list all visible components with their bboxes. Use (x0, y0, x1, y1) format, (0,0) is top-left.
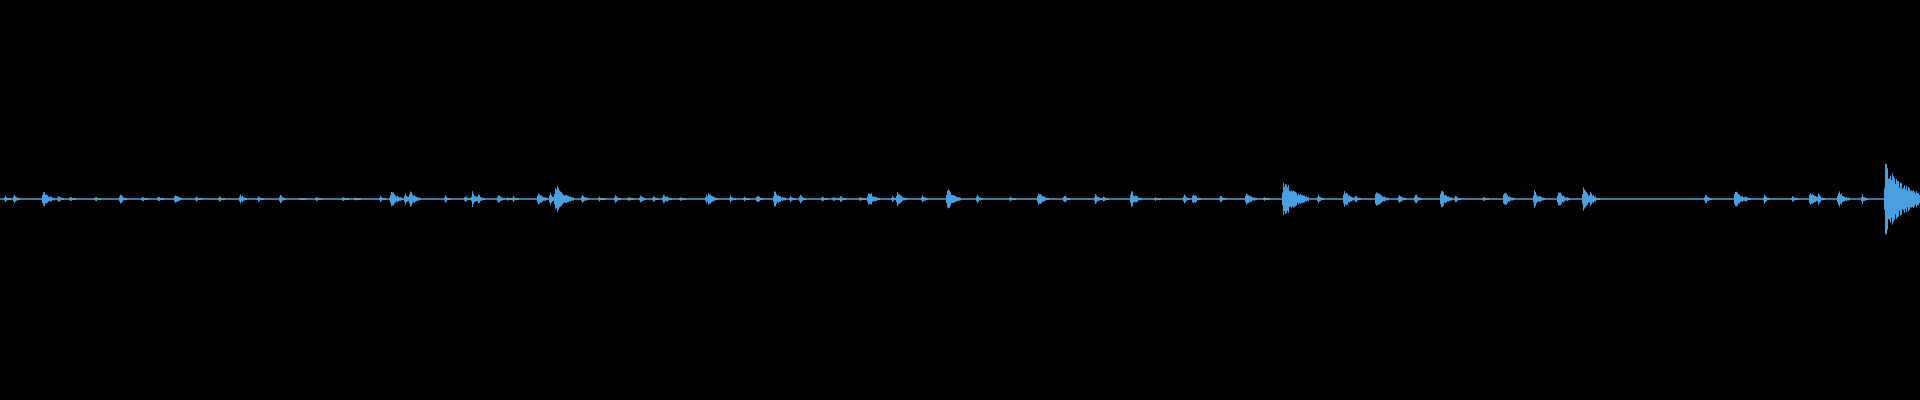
waveform-peaks (4, 163, 1920, 235)
